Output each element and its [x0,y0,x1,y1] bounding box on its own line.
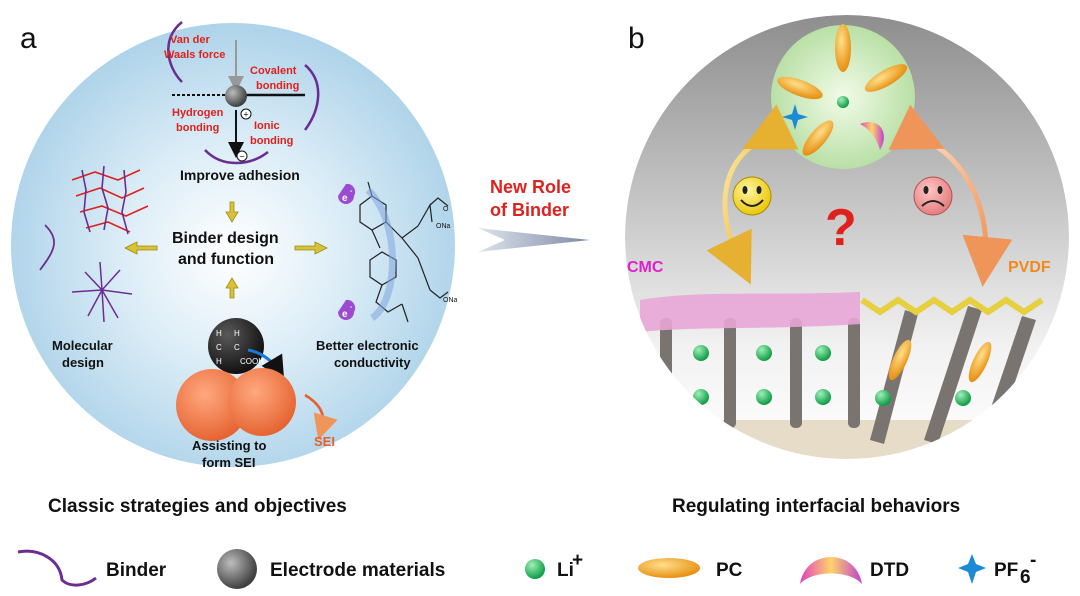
center-label: Binder design [172,230,279,247]
new-role-label-2: of Binder [490,200,569,220]
sei-caption: Assisting to [192,438,266,453]
vdw-label-2: Waals force [164,49,225,61]
legend-pf6-sup: - [1030,550,1036,571]
binder-chain-icon [303,64,320,131]
pc-molecules-icon [777,24,908,156]
minus-sign: − [239,152,244,162]
legend-li: Li [557,560,574,581]
arrow-left-icon [124,241,158,255]
electrode-sphere-icon [225,85,247,107]
binder-molecule-sphere-icon [208,318,264,374]
smiley-face-icon [732,176,772,216]
arrow-down-icon [225,277,239,299]
svg-text:e: e [342,193,348,204]
sei-arrow-icon [304,393,338,440]
molecular-label-2: design [62,355,104,370]
pvdf-label: PVDF [1008,259,1051,276]
star-polymer-icon [71,261,133,323]
binder-chain-icon [39,224,55,271]
center-label-2: and function [178,251,274,268]
legend-pc: PC [716,560,743,581]
legend-electrode: Electrode materials [270,560,445,581]
svg-text:COOH: COOH [240,357,264,366]
sei-label: SEI [314,434,335,449]
hydrogen-label: Hydrogen [172,107,224,119]
improve-adhesion-label: Improve adhesion [180,167,300,183]
covalent-label: Covalent [250,65,297,77]
panel-a-circle [11,23,455,467]
sei-particles-icon [176,368,296,441]
panel-a-caption: Classic strategies and objectives [48,496,347,517]
legend-li-icon [525,559,545,579]
new-role-label: New Role [490,177,571,197]
panel-b-caption: Regulating interfacial behaviors [672,496,960,517]
question-mark: ? [825,199,857,257]
cmc-label: CMC [627,259,664,276]
chem-ona-label: ONa [436,223,451,230]
legend-pf6: PF [994,560,1018,581]
electron-icon: e - [338,183,356,204]
chem-formula: H H C C H COOH [216,329,264,366]
panel-b-letter: b [628,22,645,55]
molecular-label: Molecular [52,338,113,353]
chem-o-label: O [443,206,449,213]
ionic-label-2: bonding [250,135,293,147]
legend-electrode-icon [217,549,257,589]
bonding-diagram: + − [167,21,320,165]
svg-text:-: - [350,304,353,311]
svg-text:H: H [216,329,222,338]
center-arrow-icon [478,228,590,252]
plus-charge-icon [240,108,252,120]
vdw-label: Van der [170,34,210,46]
legend-pf6-sub: 6 [1020,567,1031,588]
legend-binder-icon [17,549,97,587]
svg-text:-: - [350,188,353,195]
conductivity-label: Better electronic [316,338,419,353]
plus-sign: + [243,110,248,120]
conductivity-label-2: conductivity [334,355,411,370]
yellow-curved-arrow-icon [706,104,799,285]
arrow-up-icon [225,201,239,223]
arrow-right-icon [294,241,328,255]
sad-face-icon [913,176,953,216]
li-center-icon [837,96,849,108]
legend-pc-icon [638,558,700,578]
panel-a-letter: a [20,22,37,55]
svg-text:C: C [216,343,222,352]
covalent-label-2: bonding [256,80,299,92]
network-icon [71,165,149,235]
arrow-blue-icon [247,348,285,381]
svg-text:e: e [342,309,348,320]
legend: Binder Electrode materials Li + PC DTD P… [17,549,1036,589]
svg-text:H: H [216,357,222,366]
dtd-icon [860,122,884,150]
legend-dtd-icon [800,557,862,584]
chem-ona-label-2: ONa [443,297,458,304]
sei-caption-2: form SEI [202,455,255,470]
electron-path [365,187,396,321]
hydrogen-label-2: bonding [176,122,219,134]
svg-text:H: H [234,329,240,338]
legend-binder: Binder [106,560,167,581]
svg-text:C: C [234,343,240,352]
orange-curved-arrow-icon [888,104,1013,287]
legend-li-sup: + [572,550,583,571]
minus-charge-icon [236,150,248,162]
legend-dtd: DTD [870,560,909,581]
binder-chain-icon [204,149,269,165]
legend-pf6-icon [958,554,986,584]
yellow-arrows [124,201,328,299]
binder-chain-icon [167,21,183,83]
ionic-label: Ionic [254,120,280,132]
electron-icon: e - [338,299,356,320]
